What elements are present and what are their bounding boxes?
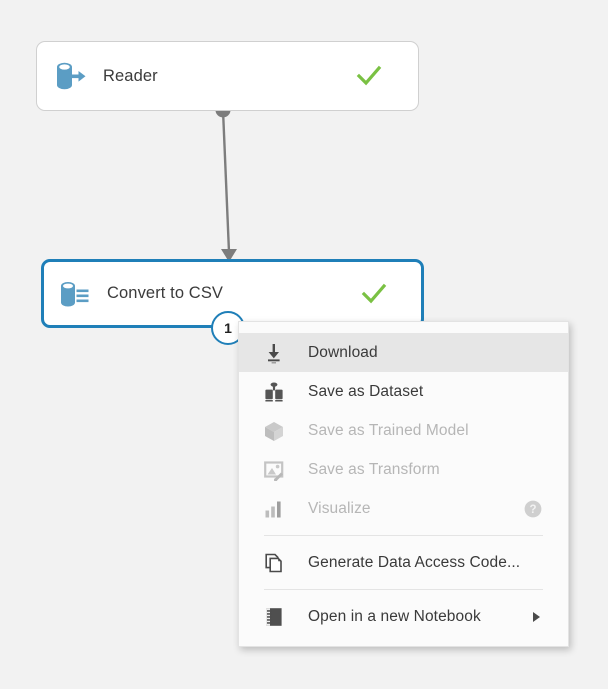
help-circle-icon[interactable]: ? <box>524 500 542 518</box>
cube-icon <box>265 421 283 441</box>
menu-item-label: Visualize <box>308 499 371 517</box>
transform-icon <box>264 460 284 481</box>
menu-item-save-as-transform: Save as Transform <box>239 450 568 489</box>
dataset-icon <box>265 382 283 401</box>
node-label-reader: Reader <box>103 66 158 85</box>
context-menu[interactable]: Download Save as Dataset Save as Trained… <box>238 321 569 647</box>
menu-item-label: Save as Transform <box>308 460 440 478</box>
menu-item-label: Save as Trained Model <box>308 421 469 439</box>
pipeline-node-reader[interactable]: Reader <box>36 41 419 111</box>
menu-item-save-as-trained-model: Save as Trained Model <box>239 411 568 450</box>
green-check-icon <box>356 65 382 86</box>
svg-text:?: ? <box>529 504 536 516</box>
menu-item-open-in-a-new-notebook[interactable]: Open in a new Notebook <box>239 597 568 636</box>
notebook-icon <box>266 607 282 626</box>
green-check-icon <box>361 283 387 303</box>
menu-item-label: Download <box>308 343 378 361</box>
menu-item-label: Generate Data Access Code... <box>308 553 521 571</box>
pipeline-node-convert-to-csv[interactable]: Convert to CSV <box>41 259 424 328</box>
database-export-icon <box>57 62 86 90</box>
node-label-convert-to-csv: Convert to CSV <box>107 284 224 302</box>
download-icon <box>268 343 280 363</box>
menu-item-save-as-dataset[interactable]: Save as Dataset <box>239 372 568 411</box>
bar-chart-icon <box>265 501 281 517</box>
menu-item-label: Open in a new Notebook <box>308 607 481 625</box>
menu-item-generate-data-access-code[interactable]: Generate Data Access Code... <box>239 543 568 582</box>
database-list-icon <box>61 281 89 306</box>
menu-item-download[interactable]: Download <box>239 333 568 372</box>
chevron-right-icon <box>533 611 540 622</box>
menu-separator <box>264 589 543 590</box>
copy-pages-icon <box>265 553 282 572</box>
menu-item-label: Save as Dataset <box>308 382 424 400</box>
menu-item-visualize: Visualize ? <box>239 489 568 528</box>
menu-separator <box>264 535 543 536</box>
